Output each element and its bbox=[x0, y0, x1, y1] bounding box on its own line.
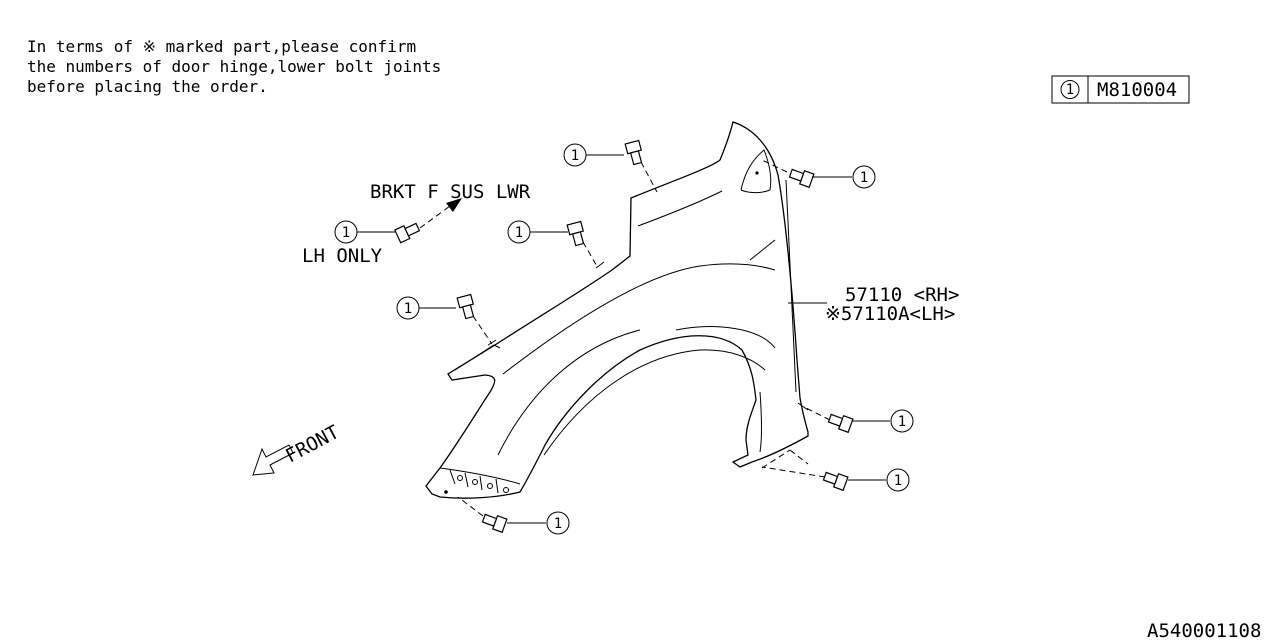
front-arrow-icon bbox=[252, 444, 294, 476]
bolt-lh-only bbox=[393, 222, 421, 244]
callout-number: 1 bbox=[404, 301, 412, 317]
callout-number: 1 bbox=[860, 170, 868, 186]
callout-number: 1 bbox=[342, 225, 350, 241]
callout-top: 1 bbox=[563, 143, 587, 167]
legend-callout-number: 1 bbox=[1066, 82, 1074, 98]
callout-front-lower: 1 bbox=[546, 511, 570, 535]
lh-only-label: LH ONLY bbox=[302, 245, 383, 267]
front-label: FRONT bbox=[282, 421, 343, 467]
callout-number: 1 bbox=[554, 516, 562, 532]
bracket-label: BRKT F SUS LWR bbox=[370, 181, 531, 203]
callout-number: 1 bbox=[571, 148, 579, 164]
bolt-front-upper bbox=[456, 293, 475, 320]
callout-rear-mid: 1 bbox=[890, 409, 914, 433]
legend-box: 1 M810004 bbox=[1051, 75, 1190, 104]
part-number-lh: ※57110A<LH> bbox=[825, 303, 955, 325]
bolt-leaders bbox=[457, 159, 831, 517]
fender-panel bbox=[425, 121, 809, 499]
bolt-top bbox=[624, 139, 643, 166]
part-number-rh: 57110 <RH> bbox=[845, 284, 959, 306]
legend-part-number: M810004 bbox=[1097, 79, 1177, 101]
note-line-1: In terms of ※ marked part,please confirm bbox=[27, 37, 416, 56]
bolt-rear-lower bbox=[822, 471, 849, 492]
bolt-rear-top bbox=[788, 168, 815, 189]
callout-lh-only: 1 bbox=[334, 220, 358, 244]
arrow-to-bracket bbox=[419, 198, 462, 229]
diagram-id: A540001108 bbox=[1147, 620, 1261, 640]
bolt-front-lower bbox=[481, 513, 508, 534]
callout-rear-top: 1 bbox=[852, 165, 876, 189]
note-line-2: the numbers of door hinge,lower bolt joi… bbox=[27, 57, 441, 76]
bolt-upper-mid bbox=[566, 220, 585, 247]
callout-number: 1 bbox=[515, 225, 523, 241]
callout-leaders bbox=[357, 154, 890, 524]
callout-upper-mid: 1 bbox=[507, 220, 531, 244]
callout-number: 1 bbox=[894, 473, 902, 489]
callout-rear-lower: 1 bbox=[886, 468, 910, 492]
bolt-rear-mid bbox=[827, 413, 854, 434]
callout-number: 1 bbox=[898, 414, 906, 430]
note-line-3: before placing the order. bbox=[27, 77, 268, 96]
callout-front-upper: 1 bbox=[396, 296, 420, 320]
